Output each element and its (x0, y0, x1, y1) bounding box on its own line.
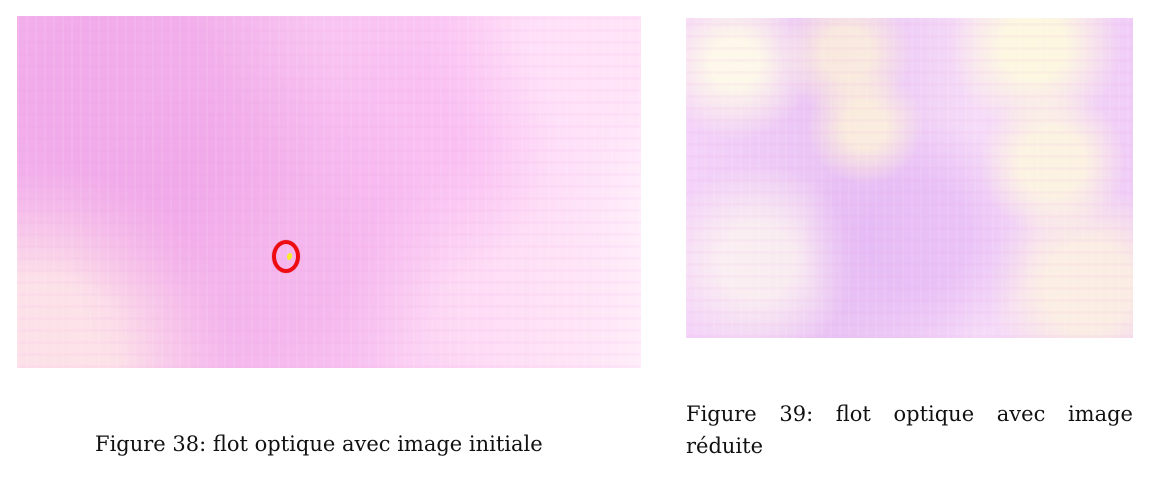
caption-word: avec (996, 402, 1046, 426)
caption-word: image (1067, 402, 1133, 426)
caption-word: 39: (779, 402, 814, 426)
figure-39-caption-line-2: réduite (686, 434, 764, 458)
figure-39-optical-flow-image (686, 18, 1133, 338)
caption-word: Figure (686, 402, 757, 426)
figure-38-caption: Figure 38: flot optique avec image initi… (95, 432, 543, 456)
figure-39-caption-line-1: Figure 39: flot optique avec image (686, 398, 1133, 430)
highlight-circle-marker (272, 240, 300, 273)
figure-38-optical-flow-image (17, 16, 641, 368)
caption-word: optique (893, 402, 975, 426)
figure-39-caption: Figure 39: flot optique avec image rédui… (686, 398, 1133, 462)
caption-word: flot (835, 402, 871, 426)
